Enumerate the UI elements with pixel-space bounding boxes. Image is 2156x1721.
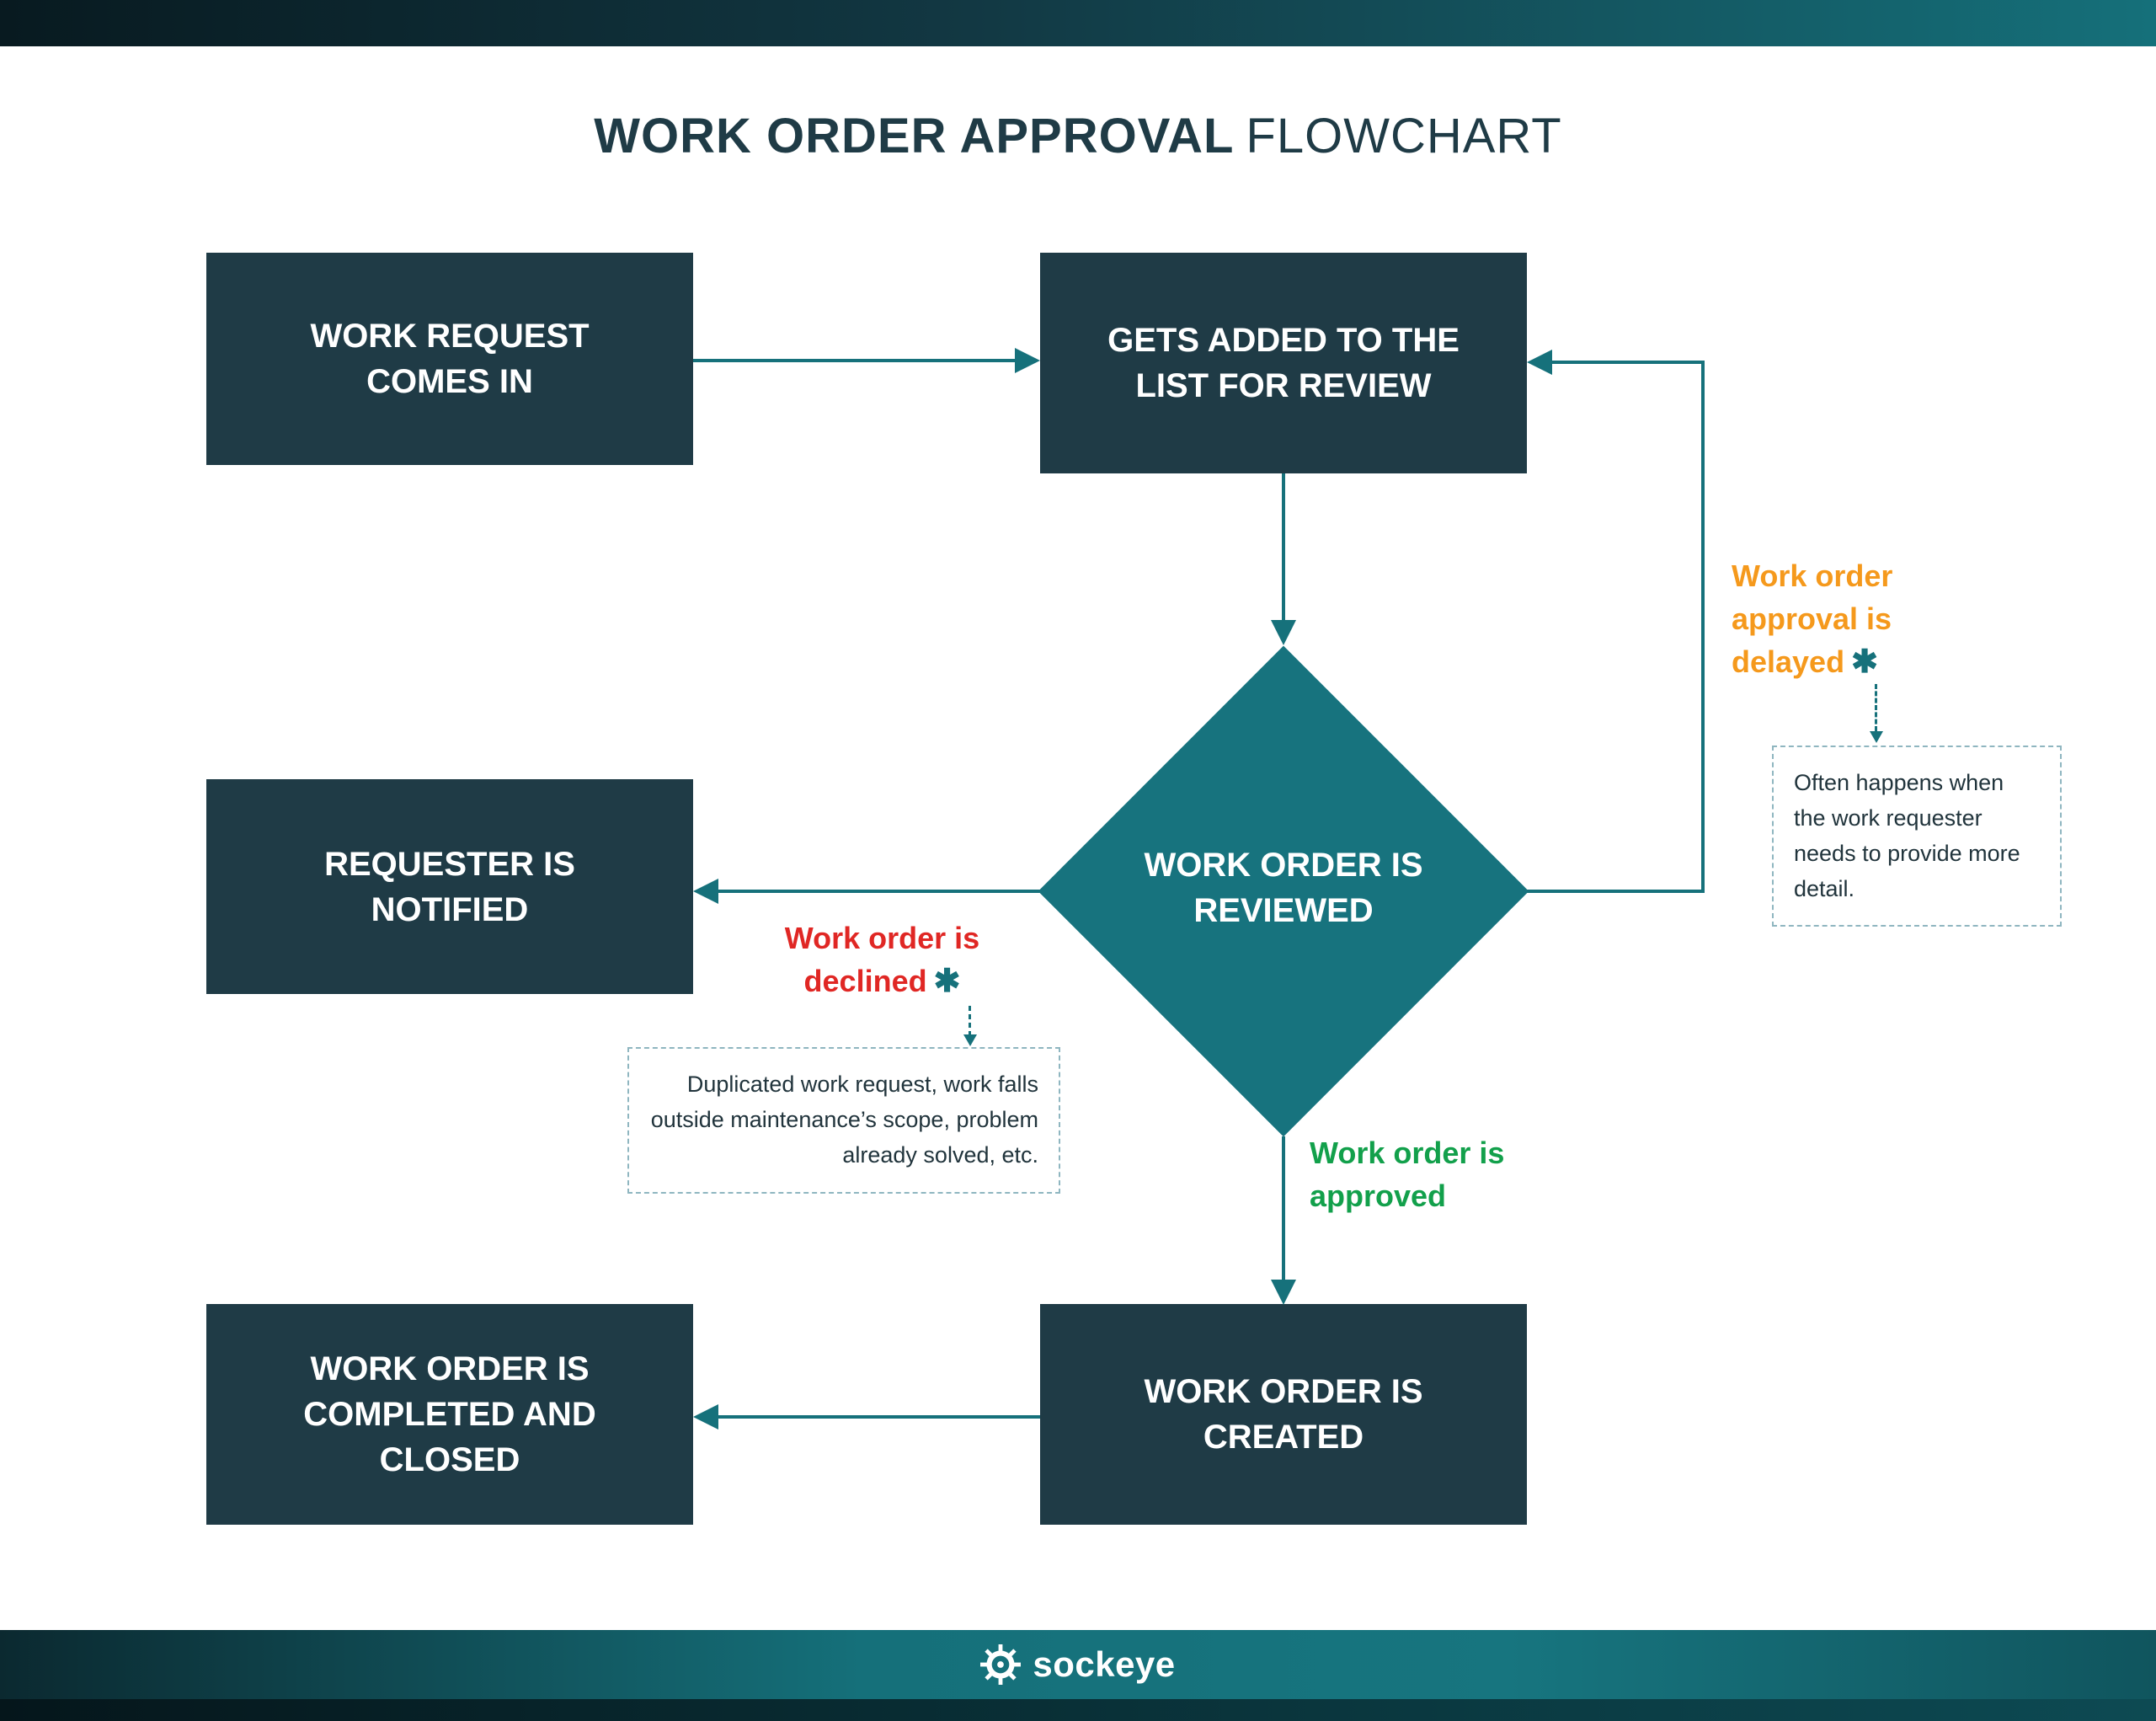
edge-label-approved-text: Work order is approved: [1310, 1136, 1505, 1214]
connector-declined-note-head: [963, 1034, 977, 1046]
edge-label-delayed-text: Work order approval is delayed: [1732, 559, 1893, 680]
node-work-request: WORK REQUEST COMES IN: [206, 253, 693, 465]
arrow-list-to-review-head: [1271, 620, 1296, 645]
edge-label-declined: Work order is declined✱: [762, 917, 1002, 1005]
arrow-review-to-notified-line: [718, 890, 1040, 893]
arrow-review-to-created-line: [1282, 1136, 1285, 1280]
asterisk-icon-delayed: ✱: [1851, 644, 1878, 681]
node-work-request-label: WORK REQUEST COMES IN: [310, 318, 590, 400]
asterisk-icon-declined: ✱: [933, 964, 961, 1000]
note-declined: Duplicated work request, work falls outs…: [627, 1047, 1060, 1194]
brand-lockup: sockeye: [0, 1644, 2156, 1685]
footer-bar: [0, 1630, 2156, 1721]
connector-delayed-note-head: [1870, 731, 1883, 743]
footer-bottom-strip: [0, 1699, 2156, 1721]
node-requester-notified-label: REQUESTER IS NOTIFIED: [324, 845, 575, 928]
node-added-to-list: GETS ADDED TO THE LIST FOR REVIEW: [1040, 253, 1527, 473]
node-added-to-list-label: GETS ADDED TO THE LIST FOR REVIEW: [1107, 322, 1460, 404]
arrow-request-to-list-line: [693, 359, 1015, 362]
arrow-list-to-review-line: [1282, 473, 1285, 620]
page-title-light: FLOWCHART: [1246, 109, 1562, 163]
edge-label-approved: Work order is approved: [1310, 1131, 1512, 1217]
edge-label-delayed: Work order approval is delayed✱: [1732, 554, 1932, 686]
brand-name: sockeye: [1033, 1644, 1176, 1684]
connector-delayed-note-line: [1875, 684, 1877, 731]
node-order-reviewed-label: WORK ORDER IS REVIEWED: [1144, 847, 1423, 929]
arrow-delayed-loop-vertical-line: [1701, 361, 1705, 893]
gear-icon: [980, 1644, 1022, 1685]
top-accent-bar: [0, 0, 2156, 46]
arrow-review-to-notified-head: [693, 879, 718, 904]
arrow-request-to-list-head: [1015, 348, 1040, 373]
page-title-bold: WORK ORDER APPROVAL: [594, 109, 1235, 163]
node-order-created: WORK ORDER IS CREATED: [1040, 1304, 1527, 1525]
node-order-created-label: WORK ORDER IS CREATED: [1144, 1373, 1423, 1456]
connector-declined-note-line: [969, 1006, 971, 1036]
edge-label-declined-text: Work order is declined: [784, 921, 980, 999]
node-requester-notified: REQUESTER IS NOTIFIED: [206, 779, 693, 994]
arrow-delayed-loop-head: [1527, 350, 1552, 375]
arrow-review-to-created-head: [1271, 1280, 1296, 1305]
node-order-completed-label: WORK ORDER IS COMPLETED AND CLOSED: [303, 1350, 596, 1478]
arrow-created-to-completed-head: [693, 1404, 718, 1430]
note-delayed: Often happens when the work requester ne…: [1772, 746, 2062, 927]
arrow-delayed-loop-top-line: [1552, 361, 1705, 364]
node-order-completed: WORK ORDER IS COMPLETED AND CLOSED: [206, 1304, 693, 1525]
arrow-created-to-completed-line: [718, 1415, 1040, 1419]
arrow-delayed-loop-bottom-line: [1527, 890, 1705, 893]
